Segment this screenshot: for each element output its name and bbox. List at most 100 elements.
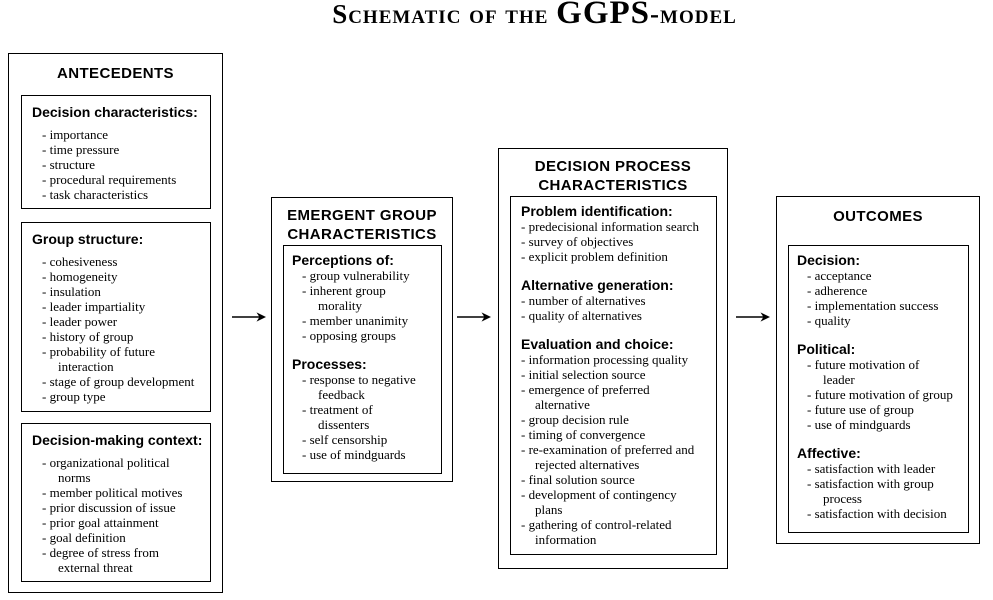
list-item: - task characteristics: [42, 187, 149, 202]
page-title: Schematic of the GGPS-model: [332, 0, 737, 31]
list-item: - leader impartiality: [42, 299, 146, 314]
list-item: - group type: [42, 389, 106, 404]
emergent-group-box-title-line1: EMERGENT GROUP: [287, 207, 437, 224]
evaluation-and-choice-section: Evaluation and choice: - information pro…: [521, 336, 712, 547]
emergent-group-box-title-line2: CHARACTERISTICS: [287, 226, 437, 243]
list-item: - gathering of control-related informati…: [521, 517, 672, 547]
list-item: - future motivation of group: [807, 387, 953, 402]
section-heading: Processes:: [292, 356, 367, 372]
section-heading: Decision:: [797, 252, 861, 268]
flow-arrow-icon: [232, 312, 266, 322]
section-item-list: - satisfaction with leader- satisfaction…: [797, 461, 964, 521]
flow-arrow-icon: [736, 312, 770, 322]
list-item: - explicit problem definition: [521, 249, 668, 264]
processes-section: Processes: - response to negative feedba…: [292, 356, 437, 462]
decision-process-box-title-line1: DECISION PROCESS: [534, 158, 692, 175]
section-item-list: - acceptance- adherence- implementation …: [797, 268, 964, 328]
perceptions-section: Perceptions of: - group vulnerability- i…: [292, 252, 437, 343]
section-heading: Alternative generation:: [521, 277, 674, 293]
list-item: - satisfaction with leader: [807, 461, 936, 476]
emergent-group-box: EMERGENT GROUP CHARACTERISTICS Perceptio…: [271, 197, 453, 482]
decision-process-box-title-line2: CHARACTERISTICS: [538, 177, 688, 194]
decision-outcomes-section: Decision: - acceptance- adherence- imple…: [797, 252, 964, 328]
list-item: - treatment of dissenters: [302, 402, 373, 432]
list-item: - timing of convergence: [521, 427, 646, 442]
list-item: - response to negative feedback: [302, 372, 416, 402]
list-item: - inherent group morality: [302, 283, 386, 313]
list-item: - adherence: [807, 283, 868, 298]
list-item: - prior goal attainment: [42, 515, 159, 530]
list-item: - information processing quality: [521, 352, 689, 367]
list-item: - final solution source: [521, 472, 635, 487]
list-item: - prior discussion of issue: [42, 500, 176, 515]
list-item: - history of group: [42, 329, 134, 344]
list-item: - leader power: [42, 314, 118, 329]
emergent-group-inner-box: Perceptions of: - group vulnerability- i…: [283, 245, 442, 474]
list-item: - predecisional information search: [521, 219, 699, 234]
title-text: Schematic of the: [332, 0, 557, 29]
list-item: - insulation: [42, 284, 101, 299]
antecedents-box: ANTECEDENTS Decision characteristics: - …: [8, 53, 223, 593]
list-item: - initial selection source: [521, 367, 646, 382]
outcomes-box: OUTCOMES Decision: - acceptance- adheren…: [776, 196, 980, 544]
list-item: - quality of alternatives: [521, 308, 642, 323]
section-item-list: - response to negative feedback- treatme…: [292, 372, 437, 462]
list-item: - use of mindguards: [807, 417, 911, 432]
list-item: - importance: [42, 127, 109, 142]
list-item: - structure: [42, 157, 96, 172]
decision-process-box: DECISION PROCESS CHARACTERISTICS Problem…: [498, 148, 728, 569]
list-item: - re-examination of preferred and reject…: [521, 442, 695, 472]
section-heading: Affective:: [797, 445, 861, 461]
list-item: - member political motives: [42, 485, 183, 500]
decision-making-context-section: Decision-making context: - organizationa…: [21, 423, 211, 582]
outcomes-inner-box: Decision: - acceptance- adherence- imple…: [788, 245, 969, 533]
section-heading: Political:: [797, 341, 856, 357]
title-acronym: GGPS: [556, 0, 651, 31]
group-structure-section: Group structure: - cohesiveness- homogen…: [21, 222, 211, 412]
title-suffix: -model: [650, 0, 737, 29]
list-item: - emergence of preferred alternative: [521, 382, 650, 412]
section-heading: Group structure:: [32, 231, 144, 247]
alternative-generation-section: Alternative generation: - number of alte…: [521, 277, 712, 323]
section-heading: Decision-making context:: [32, 432, 203, 448]
section-heading: Decision characteristics:: [32, 104, 198, 120]
list-item: - number of alternatives: [521, 293, 646, 308]
list-item: - cohesiveness: [42, 254, 118, 269]
decision-characteristics-section: Decision characteristics: - importance- …: [21, 95, 211, 209]
section-item-list: - organizational political norms- member…: [32, 455, 206, 575]
list-item: - use of mindguards: [302, 447, 406, 462]
section-item-list: - predecisional information search- surv…: [521, 219, 712, 264]
outcomes-box-title: OUTCOMES: [833, 208, 923, 225]
list-item: - acceptance: [807, 268, 872, 283]
list-item: - quality: [807, 313, 851, 328]
problem-identification-section: Problem identification: - predecisional …: [521, 203, 712, 264]
section-item-list: - group vulnerability- inherent group mo…: [292, 268, 437, 343]
list-item: - goal definition: [42, 530, 126, 545]
section-item-list: - information processing quality- initia…: [521, 352, 712, 547]
list-item: - probability of future interaction: [42, 344, 155, 374]
section-heading: Perceptions of:: [292, 252, 394, 268]
section-item-list: - number of alternatives- quality of alt…: [521, 293, 712, 323]
list-item: - degree of stress from external threat: [42, 545, 159, 575]
flow-arrow-icon: [457, 312, 491, 322]
list-item: - organizational political norms: [42, 455, 170, 485]
section-item-list: - importance- time pressure- structure- …: [32, 127, 206, 202]
affective-outcomes-section: Affective: - satisfaction with leader- s…: [797, 445, 964, 521]
section-item-list: - future motivation of leader- future mo…: [797, 357, 964, 432]
decision-process-inner-box: Problem identification: - predecisional …: [510, 196, 717, 555]
list-item: - group vulnerability: [302, 268, 410, 283]
list-item: - time pressure: [42, 142, 120, 157]
list-item: - self censorship: [302, 432, 388, 447]
list-item: - future motivation of leader: [807, 357, 920, 387]
list-item: - future use of group: [807, 402, 914, 417]
section-heading: Evaluation and choice:: [521, 336, 674, 352]
section-item-list: - cohesiveness- homogeneity- insulation-…: [32, 254, 206, 404]
section-heading: Problem identification:: [521, 203, 673, 219]
list-item: - implementation success: [807, 298, 939, 313]
list-item: - satisfaction with group process: [807, 476, 934, 506]
list-item: - member unanimity: [302, 313, 409, 328]
list-item: - stage of group development: [42, 374, 195, 389]
political-outcomes-section: Political: - future motivation of leader…: [797, 341, 964, 432]
list-item: - procedural requirements: [42, 172, 177, 187]
